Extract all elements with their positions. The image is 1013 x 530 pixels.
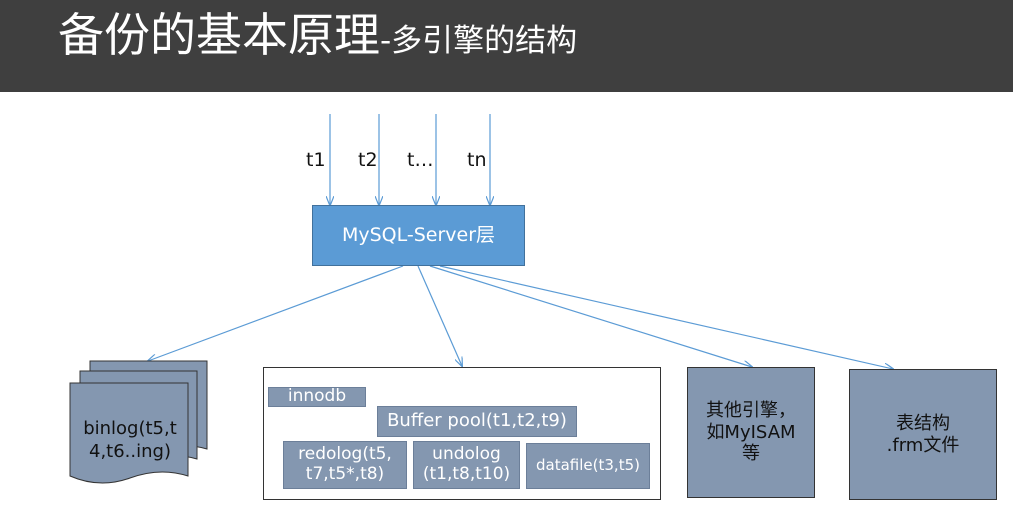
table-structure-box: 表结构 .frm文件 (849, 369, 997, 500)
slide-title: 备份的基本原理-多引擎的结构 (58, 12, 577, 58)
other-engines-line-1: 其他引擎， (706, 400, 796, 422)
other-engines-line-3: 等 (742, 443, 760, 465)
input-label-t2: t2 (358, 149, 378, 171)
undolog-line-1: undolog (432, 444, 501, 465)
arrow-to-innodb (417, 265, 462, 366)
table-structure-line-2: .frm文件 (886, 434, 960, 456)
arrow-to-table-structure (439, 265, 893, 369)
binlog-line-2: 4,t6..ing) (89, 440, 171, 462)
innodb-label: innodb (268, 387, 366, 407)
other-engines-box: 其他引擎， 如MyISAM 等 (687, 367, 815, 498)
innodb-label-text: innodb (287, 386, 347, 407)
redolog-box: redolog(t5, t7,t5*,t8) (283, 441, 407, 489)
input-label-t3: t… (407, 149, 434, 171)
binlog-page-front (69, 382, 189, 484)
header-bar: 备份的基本原理-多引擎的结构 (0, 0, 1013, 92)
title-main: 备份的基本原理 (58, 8, 380, 62)
arrow-to-other-engines (429, 265, 752, 367)
undolog-box: undolog (t1,t8,t10) (413, 441, 520, 489)
mysql-server-label: MySQL-Server层 (341, 224, 496, 247)
other-engines-line-2: 如MyISAM (706, 421, 796, 443)
redolog-line-1: redolog(t5, (298, 444, 392, 465)
table-structure-line-1: 表结构 (896, 412, 950, 434)
buffer-pool-box: Buffer pool(t1,t2,t9) (377, 406, 577, 437)
datafile-box: datafile(t3,t5) (526, 443, 650, 489)
redolog-line-2: t7,t5*,t8) (305, 464, 385, 484)
binlog-line-1: binlog(t5,t (83, 418, 177, 439)
title-sub: -多引擎的结构 (380, 23, 578, 59)
binlog-label: binlog(t5,t 4,t6..ing) (68, 418, 192, 463)
arrow-to-binlog (148, 265, 404, 361)
buffer-pool-text: Buffer pool(t1,t2,t9) (387, 410, 567, 432)
undolog-line-2: (t1,t8,t10) (422, 464, 511, 484)
input-label-t1: t1 (306, 149, 326, 171)
mysql-server-layer: MySQL-Server层 (312, 205, 525, 266)
input-label-tn: tn (467, 149, 487, 171)
datafile-text: datafile(t3,t5) (536, 456, 640, 475)
